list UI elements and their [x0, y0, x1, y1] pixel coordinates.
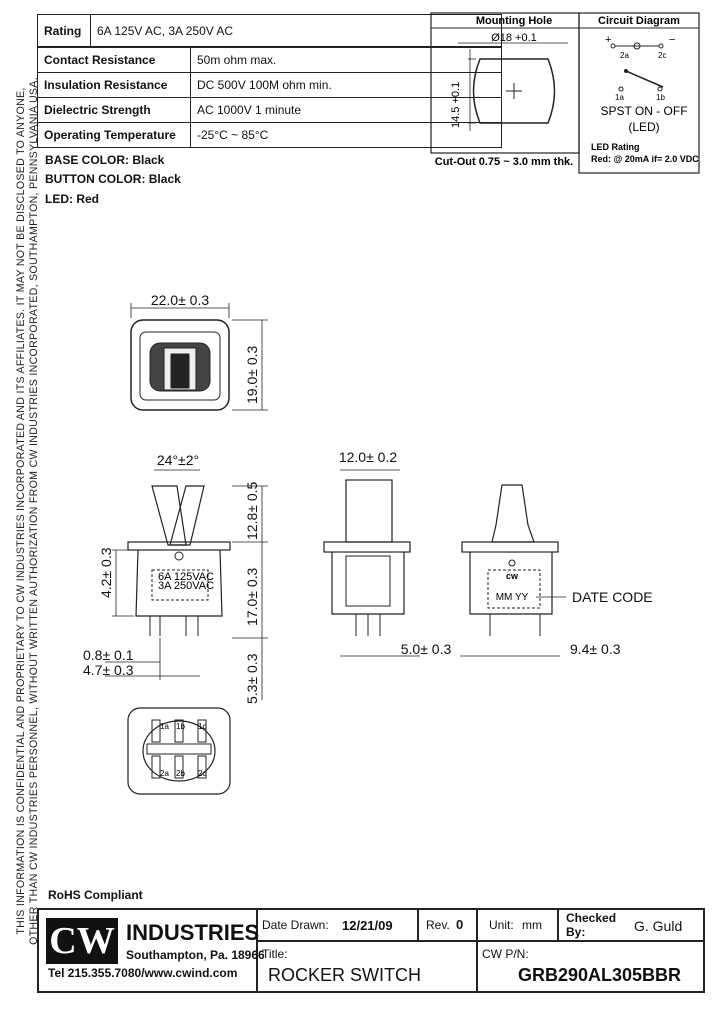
company-name: INDUSTRIES	[126, 920, 260, 945]
dim-12-8: 12.8± 0.5	[244, 482, 260, 540]
spec-value: AC 1000V 1 minute	[190, 97, 502, 123]
spec-label: Insulation Resistance	[37, 72, 191, 98]
spec-table: Rating 6A 125V AC, 3A 250V AC	[37, 14, 502, 47]
title-divider	[256, 908, 258, 993]
rev-label: Rev.	[426, 918, 450, 932]
spec-value: DC 500V 100M ohm min.	[190, 72, 502, 98]
circuit-type: SPST ON - OFF	[600, 104, 687, 118]
dim-5-3: 5.3± 0.3	[244, 653, 260, 704]
spec-value: 50m ohm max.	[190, 47, 502, 73]
dim-9-4: 9.4± 0.3	[570, 641, 621, 657]
unit-value: mm	[522, 918, 542, 932]
circuit-schematic: + − 2a 2c 1a 1b	[605, 34, 675, 102]
date-value: 12/21/09	[342, 918, 393, 933]
spec-row: Contact Resistance 50m ohm max.	[37, 47, 502, 73]
pin-1c: 1c	[198, 722, 206, 731]
button-color: BUTTON COLOR: Black	[45, 172, 181, 186]
date-code-label: DATE CODE	[572, 589, 653, 605]
mounting-hole-shape	[458, 42, 568, 131]
hole-diameter: Ø18 +0.1	[491, 32, 537, 44]
rear-view	[460, 484, 566, 657]
circuit-terminal-2a: 2a	[620, 51, 629, 60]
dim-4-2: 4.2± 0.3	[98, 547, 114, 598]
front-view	[105, 469, 268, 700]
circuit-terminal-1a: 1a	[615, 93, 624, 102]
dim-4-7: 4.7± 0.3	[83, 662, 134, 678]
mounting-circuit-panel: Mounting Hole Circuit Diagram Ø18 +0.1 1…	[430, 12, 700, 174]
spec-label: Operating Temperature	[37, 122, 191, 148]
rohs-label: RoHS Compliant	[48, 888, 143, 902]
spec-table-2: Contact Resistance 50m ohm max. Insulati…	[37, 47, 502, 148]
cutout-thickness: Cut-Out 0.75 ~ 3.0 mm thk.	[435, 156, 573, 168]
led-rating-value: Red: @ 20mA if= 2.0 VDC	[591, 154, 699, 164]
led-rating-title: LED Rating	[591, 142, 640, 152]
spec-value: -25°C ~ 85°C	[190, 122, 502, 148]
company-contact: Tel 215.355.7080/www.cwind.com	[48, 966, 238, 980]
mechanical-drawing: 22.0± 0.3 19.0± 0.3 24°±2° 4.2± 0.3 6A 1…	[83, 292, 653, 795]
dim-width-top: 22.0± 0.3	[151, 292, 209, 308]
title-label: Title:	[262, 947, 288, 961]
title-block	[37, 908, 705, 993]
title-divider-h	[256, 940, 705, 942]
circuit-led: (LED)	[628, 120, 659, 134]
title-value: ROCKER SWITCH	[268, 965, 421, 985]
side-view	[323, 469, 420, 657]
circuit-plus: +	[605, 34, 611, 46]
rev-value: 0	[456, 917, 464, 932]
dim-0-8: 0.8± 0.1	[83, 647, 134, 663]
body-rating-1: 6A 125VAC	[158, 571, 214, 583]
pin-1b: 1b	[176, 722, 185, 731]
date-code-value: MM YY	[496, 592, 529, 603]
pin-1a: 1a	[160, 722, 169, 731]
body-rating-2: 3A 250VAC	[158, 580, 214, 592]
unit-divider	[476, 908, 478, 993]
checked-by-label: By:	[566, 925, 586, 939]
spec-label: Contact Resistance	[37, 47, 191, 73]
spec-label: Rating	[37, 14, 91, 47]
spec-row-rating: Rating 6A 125V AC, 3A 250V AC	[37, 14, 502, 47]
hole-height: 14.5 +0.1	[450, 82, 462, 128]
bottom-view	[127, 707, 231, 795]
dim-12-0: 12.0± 0.2	[339, 449, 397, 465]
circuit-title: Circuit Diagram	[598, 15, 680, 27]
dim-17-0: 17.0± 0.3	[244, 568, 260, 626]
base-color: BASE COLOR: Black	[45, 153, 165, 167]
pn-value: GRB290AL305BBR	[518, 965, 682, 985]
rev-divider	[417, 908, 419, 941]
dim-height-top: 19.0± 0.3	[244, 346, 260, 404]
pin-2a: 2a	[160, 769, 169, 778]
pin-2b: 2b	[176, 769, 185, 778]
pn-label: CW P/N:	[482, 947, 529, 961]
checked-label: Checked	[566, 911, 617, 925]
spec-row: Dielectric Strength AC 1000V 1 minute	[37, 97, 502, 123]
circuit-terminal-2c: 2c	[658, 51, 666, 60]
mounting-hole-title: Mounting Hole	[476, 15, 552, 27]
circuit-minus: −	[669, 34, 675, 46]
unit-label: Unit:	[489, 918, 514, 932]
spec-value: 6A 125V AC, 3A 250V AC	[90, 14, 502, 47]
checked-value: G. Guld	[634, 918, 683, 934]
company-city: Southampton, Pa. 18966	[126, 948, 265, 962]
dim-angle: 24°±2°	[157, 452, 199, 468]
spec-row: Operating Temperature -25°C ~ 85°C	[37, 122, 502, 148]
date-label: Date Drawn:	[262, 918, 329, 932]
spec-label: Dielectric Strength	[37, 97, 191, 123]
top-view	[130, 303, 268, 411]
led-color: LED: Red	[45, 192, 99, 206]
checked-divider	[557, 908, 559, 941]
rear-logo: cw	[506, 571, 519, 581]
cw-logo: CW	[46, 918, 118, 964]
pin-2c: 2c	[198, 769, 206, 778]
spec-row: Insulation Resistance DC 500V 100M ohm m…	[37, 72, 502, 98]
circuit-terminal-1b: 1b	[656, 93, 665, 102]
dim-5-0: 5.0± 0.3	[401, 641, 452, 657]
